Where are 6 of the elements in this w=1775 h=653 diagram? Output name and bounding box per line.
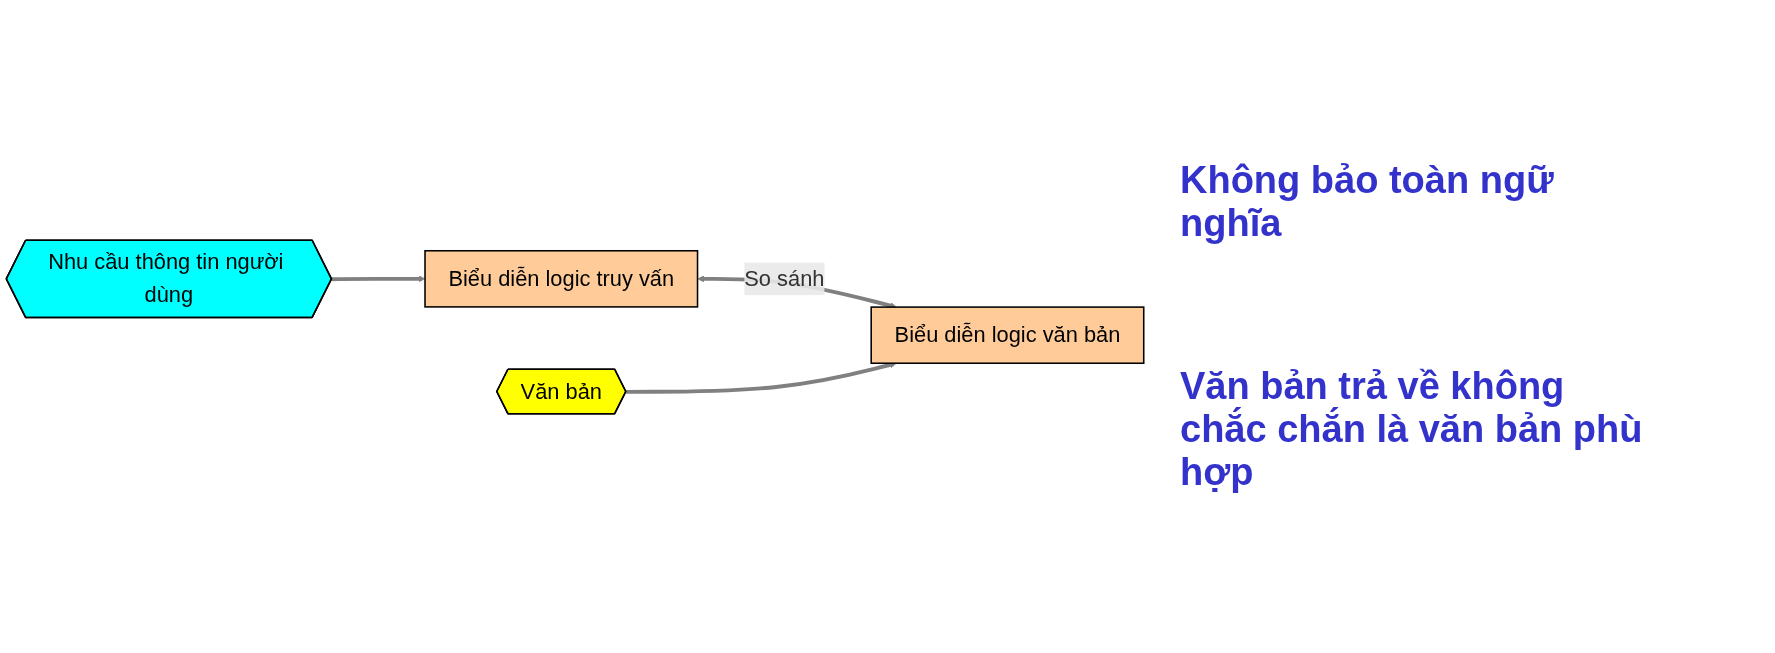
node-box: Biểu diễn logic truy vấn — [424, 249, 699, 308]
edge-label: So sánh — [744, 265, 825, 291]
note-text: Không bảo toàn ngữ nghĩa — [1180, 159, 1555, 245]
note-text: Văn bản trả về không chắc chắn là văn bản phù hợp — [1180, 365, 1644, 494]
node-box: Biểu diễn logic văn bản — [870, 305, 1145, 364]
arrow — [331, 274, 426, 282]
